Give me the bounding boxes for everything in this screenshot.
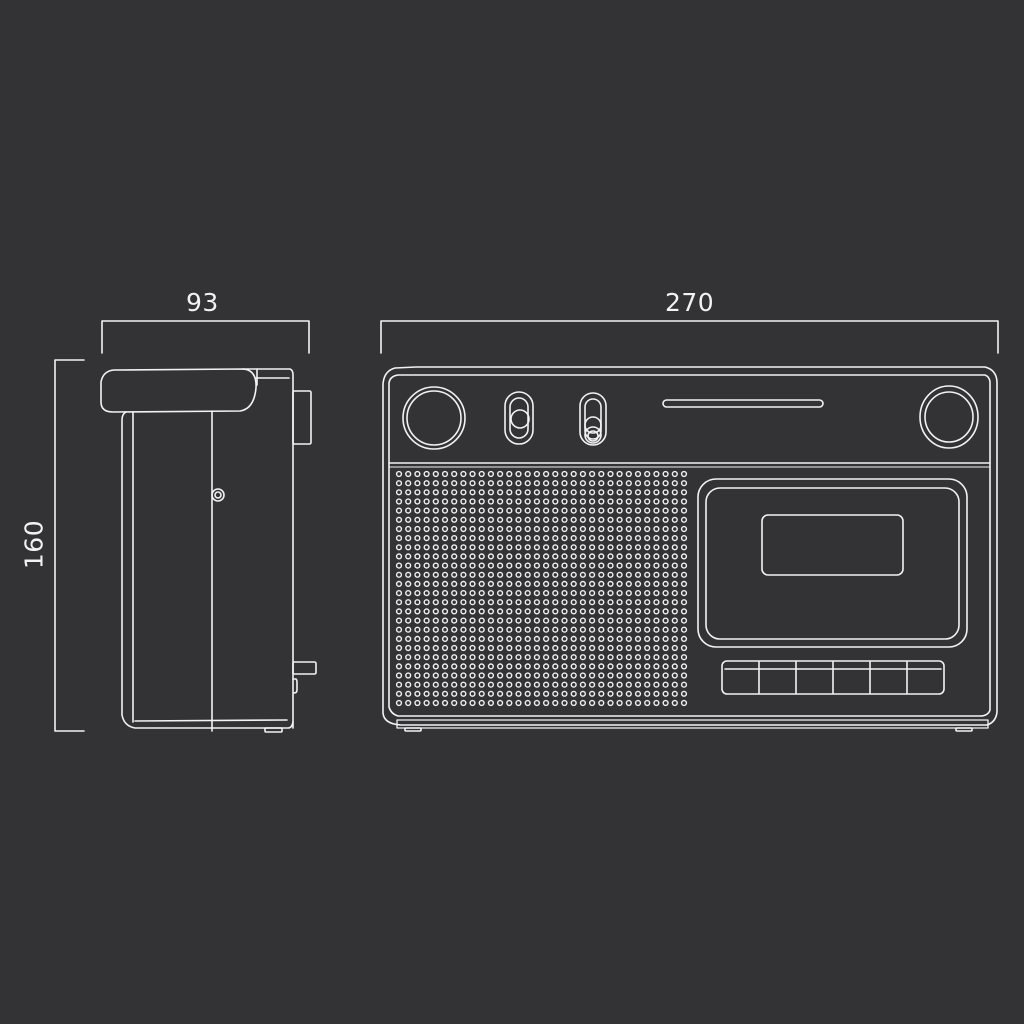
cassette-window [761,514,904,576]
base-foot-right [955,727,973,732]
side-width-dimension-line [101,320,310,354]
front-width-dimension-line [380,320,999,354]
rear-jack [292,678,298,694]
slide-switch-2 [579,392,607,446]
transport-buttons [721,660,945,695]
handle-slot [662,399,824,408]
speaker-grille [395,470,688,707]
right-knob [919,385,979,449]
front-width-dimension-label: 270 [665,288,715,317]
left-knob [402,386,466,450]
base-foot-left [404,727,422,732]
rear-knob-block [292,390,312,445]
front-base [396,719,989,729]
side-body [121,411,294,729]
front-outer-shell [382,366,998,726]
front-inner-panel [388,374,991,717]
cassette-door [697,478,968,648]
side-width-dimension-label: 93 [186,288,219,317]
height-dimension-line [54,359,85,732]
side-screw-icon [211,488,225,502]
front-view [382,366,998,732]
side-foot [264,727,283,733]
side-handle [100,368,257,413]
side-view [100,368,317,733]
rear-port [292,661,317,675]
slide-switch-1 [504,391,534,445]
